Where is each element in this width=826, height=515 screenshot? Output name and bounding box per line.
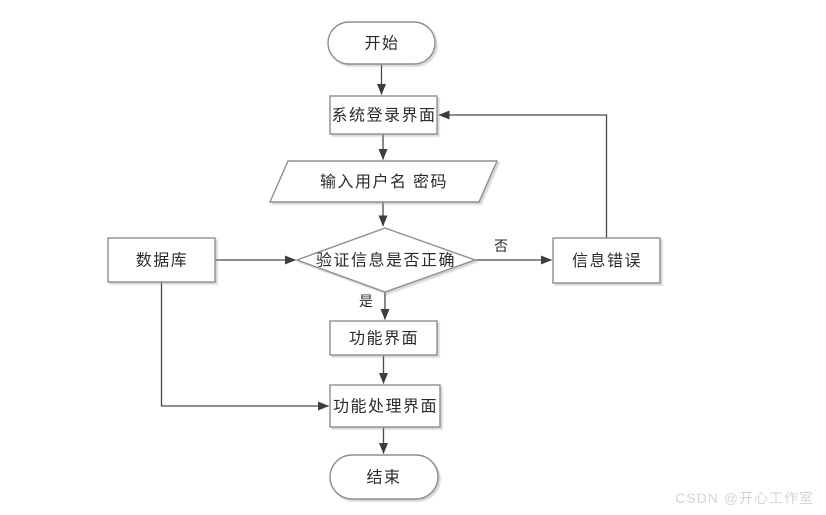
branch-no-label: 否 (494, 240, 508, 255)
database-label: 数据库 (136, 252, 189, 270)
flowchart-labels: 开始 系统登录界面 输入用户名 密码 验证信息是否正确 数据库 信息错误 功能界… (136, 35, 642, 487)
start-terminator (327, 21, 436, 65)
input-credentials-label: 输入用户名 密码 (320, 173, 448, 191)
flowchart-shapes (107, 21, 661, 500)
function-process-box (329, 384, 441, 428)
edge-error-to-login-loop (438, 110, 608, 238)
login-screen-box (329, 95, 438, 135)
info-error-label: 信息错误 (572, 252, 642, 270)
function-process-label: 功能处理界面 (333, 398, 438, 416)
csdn-watermark: CSDN @开心工作室 (675, 490, 814, 506)
info-error-box (552, 237, 661, 284)
end-label: 结束 (366, 469, 401, 487)
login-screen-label: 系统登录界面 (331, 107, 436, 125)
verify-decision-diamond (294, 227, 478, 293)
flowchart-edges (160, 64, 608, 454)
input-credentials-parallelogram (268, 160, 499, 203)
end-terminator (329, 454, 439, 500)
edge-database-to-process (160, 282, 329, 411)
verify-decision-label: 验证信息是否正确 (316, 252, 456, 270)
branch-yes-label: 是 (359, 295, 373, 310)
function-screen-label: 功能界面 (349, 330, 419, 348)
start-label: 开始 (364, 35, 399, 53)
database-box (107, 237, 216, 283)
function-screen-box (329, 320, 438, 356)
